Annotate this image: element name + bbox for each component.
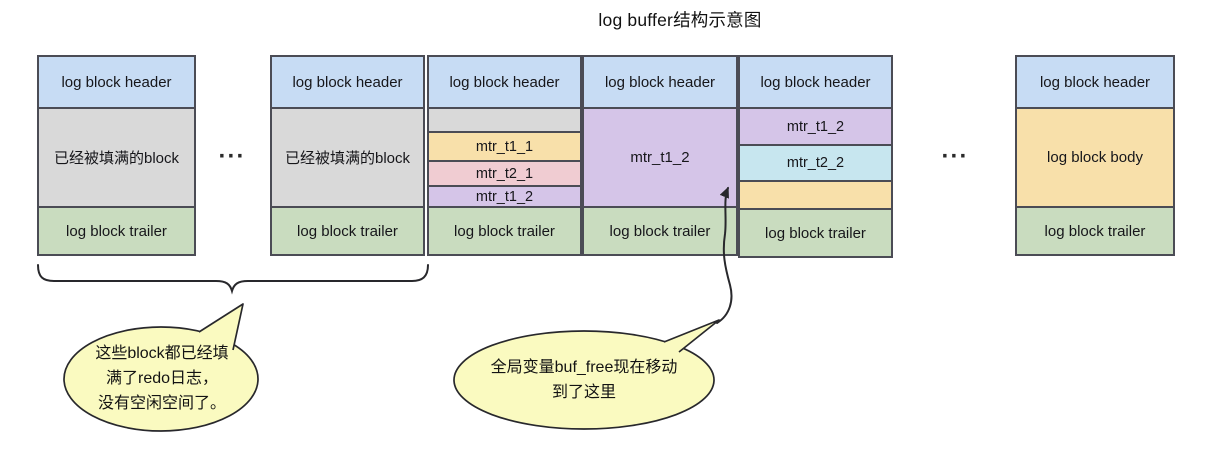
log-block-header: log block header <box>740 57 891 107</box>
log-block-header: log block header <box>1017 57 1173 107</box>
free-space <box>740 180 891 208</box>
callout-buf-free-text: 全局变量buf_free现在移动 到了这里 <box>452 355 716 405</box>
log-block-trailer: log block trailer <box>584 206 736 254</box>
mtr-t1-2-body: mtr_t1_2 <box>584 107 736 206</box>
mtr-t1-1-row: mtr_t1_1 <box>429 131 580 160</box>
log-block-2: log block header 已经被填满的block log block t… <box>270 55 425 256</box>
log-block-trailer: log block trailer <box>1017 206 1173 254</box>
filled-block-body: 已经被填满的block <box>272 107 423 206</box>
log-block-header: log block header <box>39 57 194 107</box>
callout-line: 没有空闲空间了。 <box>97 395 226 412</box>
log-block-6: log block header log block body log bloc… <box>1015 55 1175 256</box>
group-brace <box>37 264 429 295</box>
log-block-5: log block header mtr_t1_2 mtr_t2_2 log b… <box>738 55 893 258</box>
filled-block-body: 已经被填满的block <box>39 107 194 206</box>
mtr-t2-2-row: mtr_t2_2 <box>740 144 891 180</box>
mtr-t1-2-row: mtr_t1_2 <box>429 185 580 206</box>
mtr-t1-2-row: mtr_t1_2 <box>740 107 891 144</box>
log-block-trailer: log block trailer <box>740 208 891 256</box>
log-block-trailer: log block trailer <box>39 206 194 254</box>
log-block-header: log block header <box>429 57 580 107</box>
diagram-title: log buffer结构示意图 <box>598 10 762 30</box>
log-block-body: log block body <box>1017 107 1173 206</box>
callout-line: 全局变量buf_free现在移动 <box>490 359 678 376</box>
callout-line: 满了redo日志， <box>105 370 219 387</box>
log-block-header: log block header <box>272 57 423 107</box>
callout-filled-text: 这些block都已经填 满了redo日志， 没有空闲空间了。 <box>61 341 263 416</box>
ellipsis-right: ··· <box>941 143 969 170</box>
unlabeled-space <box>429 107 580 131</box>
mtr-t2-1-row: mtr_t2_1 <box>429 160 580 185</box>
log-block-1: log block header 已经被填满的block log block t… <box>37 55 196 256</box>
log-block-trailer: log block trailer <box>429 206 580 254</box>
ellipsis-left: ··· <box>218 143 246 170</box>
callout-line: 到了这里 <box>551 384 616 401</box>
log-block-3: log block header mtr_t1_1 mtr_t2_1 mtr_t… <box>427 55 582 256</box>
log-block-header: log block header <box>584 57 736 107</box>
log-block-trailer: log block trailer <box>272 206 423 254</box>
log-block-4: log block header mtr_t1_2 log block trai… <box>582 55 738 256</box>
callout-line: 这些block都已经填 <box>95 345 229 362</box>
